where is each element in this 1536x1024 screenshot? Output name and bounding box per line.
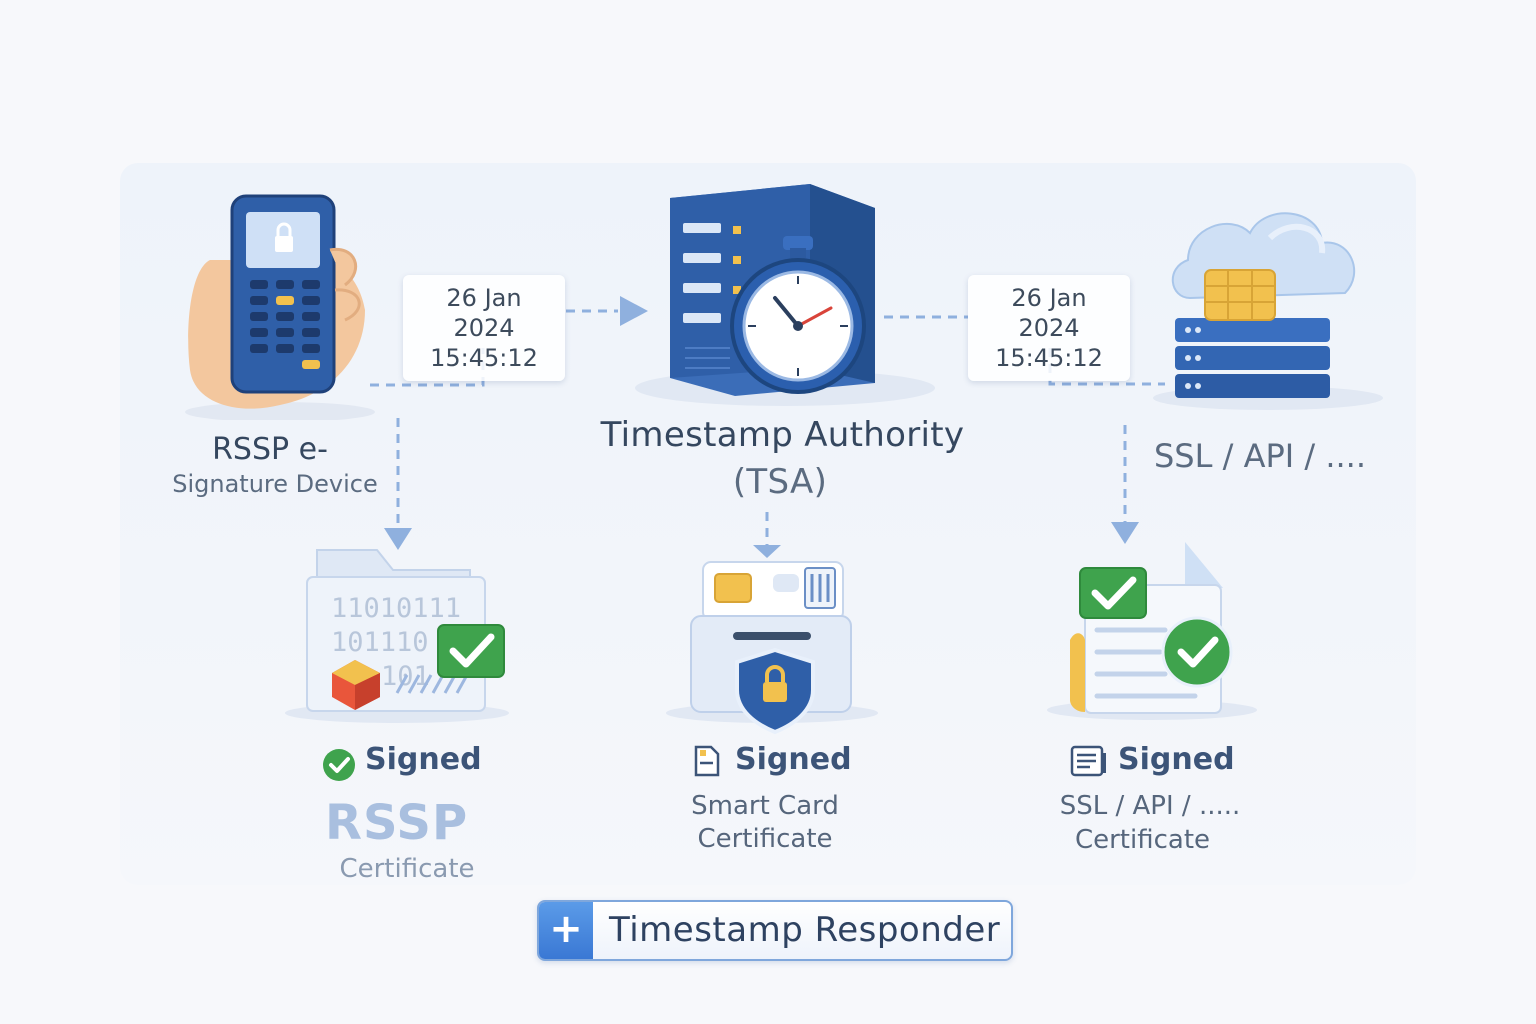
left-timestamp-time: 15:45:12 [430,344,538,372]
output-3-signed: Signed [1118,742,1235,777]
document-icon [694,745,720,777]
arrow-to-card [753,545,781,558]
service-title: SSL / API / .... [1153,437,1366,475]
output-3-line2: Certificate [1074,825,1211,855]
binary-line-1: 11010111 [331,593,461,624]
binary-line-2: 101110 [331,627,429,658]
output-1-signed: Signed [365,742,482,777]
connector-device-stamp [370,348,485,387]
tsa-server-icon [635,184,935,406]
output-3-line1: SSL / API / ..... [1059,791,1241,821]
arrow-to-folder [384,528,412,550]
left-timestamp-box: 26 Jan 2024 15:45:12 [403,275,565,381]
arrow-to-tsa [620,296,648,326]
cloud-server-icon [1153,212,1383,410]
right-timestamp-time: 15:45:12 [995,344,1103,372]
right-timestamp-box: 26 Jan 2024 15:45:12 [968,275,1130,381]
output-2-line2: Certificate [697,824,833,854]
right-timestamp-date: 26 Jan 2024 [1011,284,1087,342]
certificate-list-icon [1070,745,1106,777]
output-2-signed: Signed [735,742,852,777]
smart-card-reader-icon [666,561,878,735]
output-1-line1: RSSP [325,795,469,851]
timestamp-responder-label: Timestamp Responder [609,910,1001,950]
left-timestamp-date: 26 Jan 2024 [446,284,522,342]
signed-folder-icon: 11010111 101110 101 [285,549,509,723]
timestamp-responder-button[interactable]: + Timestamp Responder [537,900,1013,961]
tsa-subtitle: (TSA) [732,462,828,502]
tsa-title: Timestamp Authority [600,415,965,455]
connector-stamp-server [1048,348,1165,386]
hand-phone-icon [185,194,375,420]
check-circle-icon [323,749,355,781]
plus-icon: + [539,902,593,959]
output-1-line2: Certificate [339,854,475,884]
arrow-to-doc [1111,522,1139,544]
output-2-line1: Smart Card [691,791,839,821]
device-title: RSSP e- [212,432,328,467]
signed-document-icon [1047,542,1257,720]
device-subtitle: Signature Device [172,470,378,498]
